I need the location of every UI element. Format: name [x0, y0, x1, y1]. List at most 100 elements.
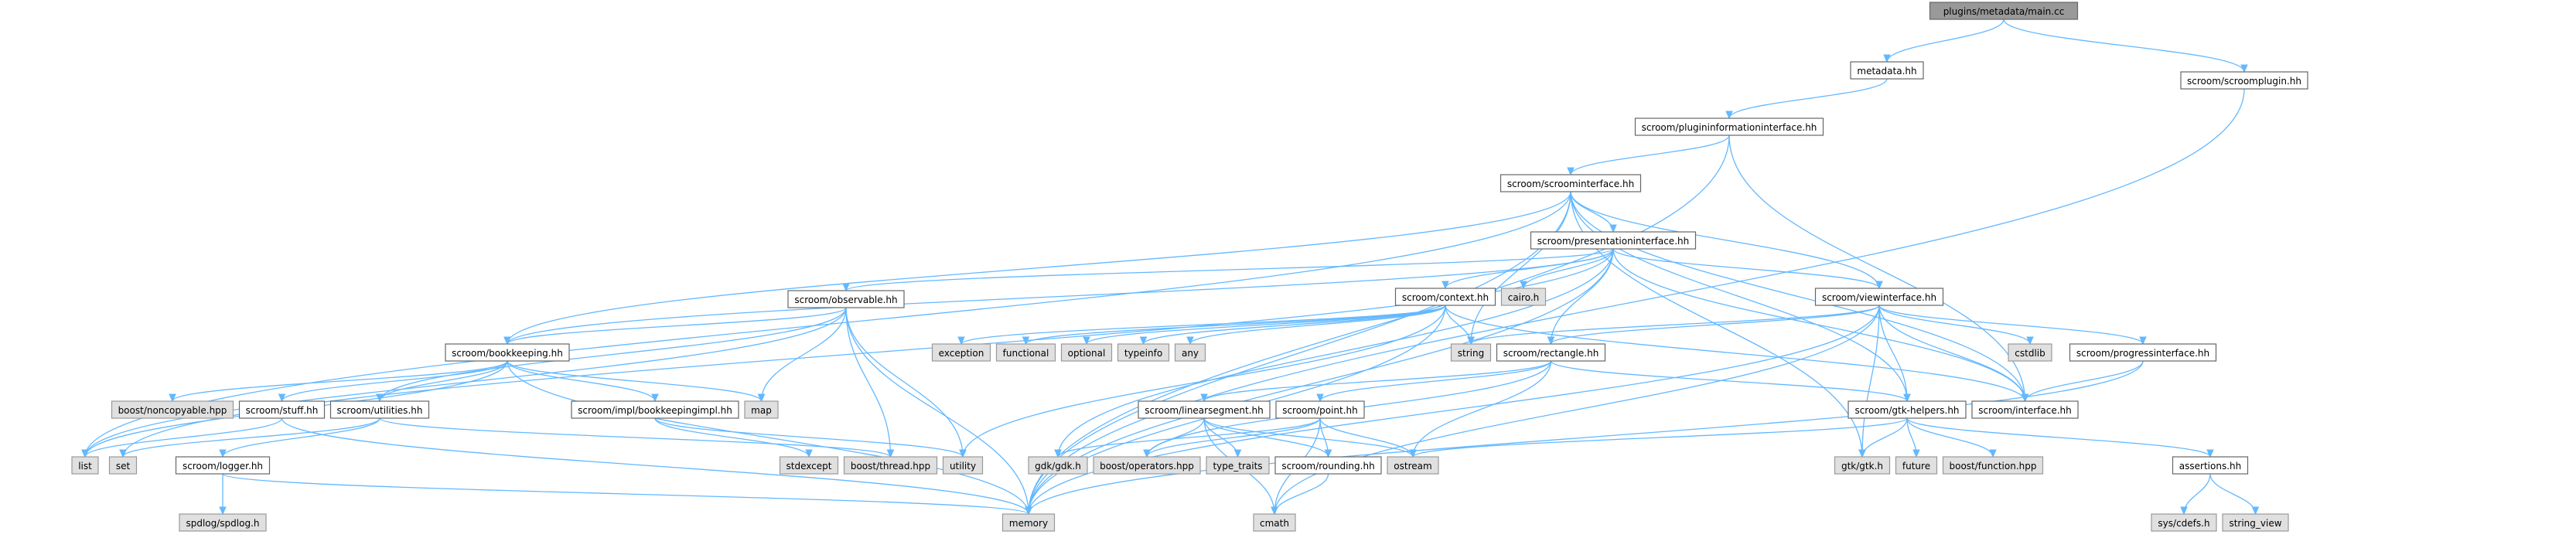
node-scroom-utilities-hh[interactable] — [329, 400, 430, 419]
node-cmath — [1253, 513, 1296, 532]
node-metadata-hh[interactable] — [1850, 61, 1924, 80]
node-box — [571, 400, 739, 419]
arrowhead-utilities-to-logger — [219, 449, 227, 458]
node-label: scroom/impl/bookkeepingimpl.hh — [578, 405, 732, 416]
edge-context-to-exception — [960, 305, 1446, 345]
node-scroom-context-hh[interactable] — [1394, 288, 1496, 306]
arrowhead-rectangle-to-linearsegment — [1200, 393, 1208, 403]
arrowhead-gtkhelpers-to-assertions — [2206, 449, 2214, 458]
node-scroom-rectangle-hh[interactable] — [1496, 343, 1606, 362]
edge-viewinterface-to-memory — [1028, 305, 1880, 515]
edge-utilities-to-boostthread — [379, 417, 892, 458]
arrowhead-context-to-typeinfo — [1139, 336, 1148, 346]
node-scroom-impl-bookkeepingimpl-hh[interactable] — [571, 400, 739, 419]
node-scroom-stuff-hh[interactable] — [238, 400, 326, 419]
node-label: scroom/interface.hh — [1978, 405, 2071, 416]
edge-observable-to-utilities — [379, 307, 847, 402]
arrowhead-gtkhelpers-to-ostream — [1409, 449, 1417, 458]
edge-viewinterface-to-string — [1470, 305, 1880, 345]
node-label: scroom/rectangle.hh — [1503, 348, 1599, 359]
node-boost-noncopyable-hpp — [111, 400, 234, 419]
node-box — [843, 456, 938, 475]
node-box — [1634, 117, 1824, 136]
arrowhead-assertions-to-cdefs — [2180, 506, 2188, 516]
node-box — [329, 400, 430, 419]
node-future — [1895, 456, 1938, 475]
edge-context-to-any — [1189, 305, 1446, 345]
node-label: spdlog/spdlog.h — [186, 518, 259, 529]
node-label: gtk/gtk.h — [1841, 461, 1883, 472]
arrowhead-logger-to-memory — [1025, 506, 1032, 516]
node-stdexcept — [779, 456, 839, 475]
edge-stuff-to-memory — [281, 417, 1029, 515]
node-scroom-bookkeeping-hh[interactable] — [445, 343, 570, 362]
edge-bookkeeping-to-noncopyable — [172, 360, 508, 402]
edge-logger-to-memory — [222, 473, 1029, 515]
node-label: scroom/bookkeeping.hh — [452, 348, 563, 359]
node-spdlog-spdlog-h — [179, 513, 267, 532]
edge-assertions-to-cdefs — [2183, 473, 2211, 515]
node-box — [2172, 456, 2249, 475]
node-label: scroom/point.hh — [1282, 405, 1358, 416]
arrowhead-gtkhelpers-to-gtk — [1858, 449, 1866, 458]
node-label: exception — [939, 348, 984, 359]
node-scroom-linearsegment-hh[interactable] — [1138, 400, 1271, 419]
node-scroom-gtk-helpers-hh[interactable] — [1848, 400, 1967, 419]
node-scroom-rounding-hh[interactable] — [1274, 456, 1382, 475]
node-boost-operators-hpp — [1093, 456, 1201, 475]
edge-context-to-interface — [1445, 305, 2026, 402]
edge-context-to-typeinfo — [1142, 305, 1446, 345]
node-box — [1814, 288, 1944, 306]
node-box — [1138, 400, 1271, 419]
edge-observable-to-memory — [845, 307, 1029, 515]
node-label: utility — [950, 461, 976, 472]
edge-rectangle-to-linearsegment — [1203, 360, 1552, 402]
arrowhead-context-to-optional — [1083, 336, 1090, 346]
node-label: functional — [1003, 348, 1049, 359]
node-sys-cdefs-h — [2151, 513, 2217, 532]
edge-bookkeepingimpl-to-stdexcept — [654, 417, 810, 458]
edge-observable-to-bookkeeping — [507, 307, 847, 345]
arrowhead-rectangle-to-gtkhelpers — [1903, 393, 1911, 403]
node-optional — [1060, 343, 1113, 362]
node-string — [1450, 343, 1492, 362]
node-label: plugins/metadata/main.cc — [1943, 6, 2065, 17]
node-scroom-interface-hh[interactable] — [1971, 400, 2079, 419]
node-scroom-logger-hh[interactable] — [175, 456, 271, 475]
edge-point-to-gdk — [1057, 417, 1321, 458]
node-scroom-scroomplugin-hh[interactable] — [2180, 71, 2308, 90]
arrowhead-presentation-to-observable — [842, 283, 850, 292]
node-label: scroom/gtk-helpers.hh — [1854, 405, 1959, 416]
edge-linearsegment-to-rounding — [1203, 417, 1329, 458]
node-box — [1500, 288, 1547, 306]
arrowhead-point-to-gdk — [1054, 449, 1062, 458]
node-box — [1274, 456, 1382, 475]
node-label: optional — [1068, 348, 1106, 359]
node-box — [1028, 456, 1088, 475]
node-cairo-h — [1500, 288, 1547, 306]
node-any — [1174, 343, 1206, 362]
node-scroom-scroominterface-hh[interactable] — [1500, 174, 1642, 192]
arrowhead-bookkeeping-to-map — [757, 393, 766, 403]
arrowhead-bookkeeping-to-bookkeepingimpl — [651, 393, 659, 403]
node-scroom-point-hh[interactable] — [1275, 400, 1365, 419]
node-list — [71, 456, 99, 475]
node-scroom-presentationinterface-hh[interactable] — [1530, 231, 1697, 250]
node-scroom-progressinterface-hh[interactable] — [2069, 343, 2217, 362]
arrowhead-linearsegment-to-typetraits — [1233, 449, 1242, 458]
arrowhead-observable-to-bookkeeping — [503, 336, 511, 346]
node-scroom-observable-hh[interactable] — [787, 290, 905, 308]
edge-viewinterface-to-gtkhelpers — [1878, 305, 1908, 402]
node-label: metadata.hh — [1857, 66, 1916, 77]
node-functional — [995, 343, 1056, 362]
node-box — [1850, 61, 1924, 80]
edge-presentation-to-observable — [845, 248, 1614, 291]
node-scroom-viewinterface-hh[interactable] — [1814, 288, 1944, 306]
node-box — [787, 290, 905, 308]
edge-assertions-to-stringview — [2209, 473, 2257, 515]
node-scroom-plugininformationinterface-hh[interactable] — [1634, 117, 1824, 136]
node-assertions-hh[interactable] — [2172, 456, 2249, 475]
edge-presentation-to-cairo — [1523, 248, 1614, 289]
node-map — [744, 400, 779, 419]
node-label: sys/cdefs.h — [2158, 518, 2209, 529]
